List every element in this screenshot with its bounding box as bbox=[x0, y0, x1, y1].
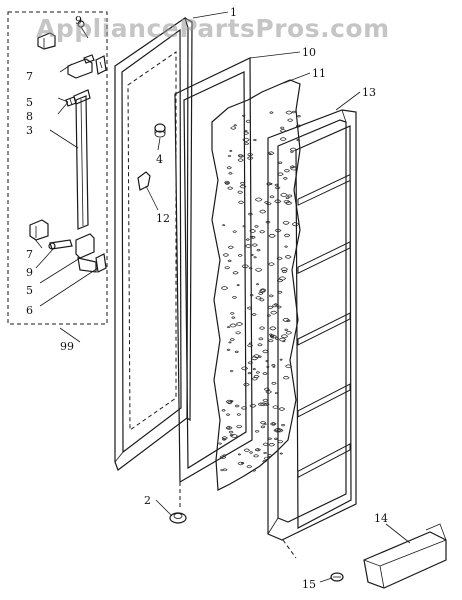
watermark-text: AppliancePartsPros.com bbox=[36, 14, 390, 43]
cap-2 bbox=[169, 512, 187, 524]
callout-3: 3 bbox=[26, 124, 33, 137]
callout-9-top: 9 bbox=[75, 14, 82, 27]
callout-99: 99 bbox=[60, 340, 74, 353]
hinge-pin-9-bottom bbox=[48, 239, 73, 250]
callout-5-bottom: 5 bbox=[26, 284, 33, 297]
callout-5-top: 5 bbox=[26, 96, 33, 109]
callout-8: 8 bbox=[26, 110, 33, 123]
hardware-kit-box bbox=[7, 11, 108, 325]
shelf-bin-14 bbox=[363, 523, 447, 589]
door-gasket bbox=[174, 57, 253, 484]
assembly-guides bbox=[179, 482, 297, 559]
callout-4: 4 bbox=[156, 153, 163, 166]
hinge-bracket-bottom bbox=[75, 233, 107, 273]
hinge-cover-7-bottom bbox=[29, 219, 49, 241]
hinge-cover-7-top bbox=[37, 32, 56, 50]
callout-11: 11 bbox=[312, 67, 326, 80]
leader-lines bbox=[33, 11, 411, 583]
callout-1: 1 bbox=[230, 6, 237, 19]
callout-9-bottom: 9 bbox=[26, 266, 33, 279]
callout-14: 14 bbox=[374, 512, 388, 525]
callout-13: 13 bbox=[362, 86, 376, 99]
hinge-bracket-top bbox=[67, 54, 107, 79]
handle-3 bbox=[73, 89, 91, 230]
door-stop-12 bbox=[137, 171, 151, 191]
callout-12: 12 bbox=[156, 212, 170, 225]
door-outer-panel bbox=[114, 17, 193, 471]
callout-2: 2 bbox=[144, 494, 151, 507]
callout-7-top: 7 bbox=[26, 70, 33, 83]
callout-10: 10 bbox=[302, 46, 316, 59]
foam-insulation bbox=[211, 79, 302, 491]
door-liner bbox=[267, 109, 357, 541]
hinge-part-9-top bbox=[77, 20, 89, 39]
callout-15: 15 bbox=[302, 578, 316, 591]
screw-15 bbox=[330, 572, 344, 582]
callout-7-bottom: 7 bbox=[26, 248, 33, 261]
plug-4 bbox=[154, 123, 166, 138]
callout-6: 6 bbox=[26, 304, 33, 317]
